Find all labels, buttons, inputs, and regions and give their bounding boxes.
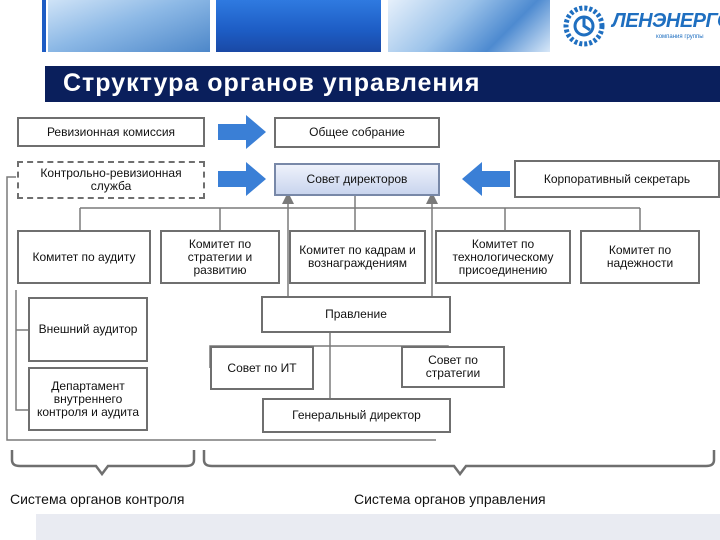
- board-of-directors-box: Совет директоров: [274, 163, 440, 196]
- management-board-box: Правление: [261, 296, 451, 333]
- control-brace: [10, 450, 196, 477]
- control-audit-service-box: Контрольно-ревизионная служба: [17, 161, 205, 199]
- arrow-service-to-board: [218, 162, 266, 196]
- external-auditor-box: Внешний аудитор: [28, 297, 148, 362]
- audit-committee-box: Комитет по аудиту: [17, 230, 151, 284]
- logo-icon: [563, 5, 605, 47]
- corporate-secretary-box: Корпоративный секретарь: [514, 160, 720, 198]
- title-bar: Структура органов управления: [45, 66, 720, 102]
- control-system-caption: Система органов контроля: [10, 491, 185, 507]
- banner-photo-skyscraper: [388, 0, 550, 52]
- audit-commission-box: Ревизионная комиссия: [17, 117, 205, 147]
- tech-connection-committee-box: Комитет по технологическому присоединени…: [435, 230, 571, 284]
- internal-control-dept-box: Департамент внутреннего контроля и аудит…: [28, 367, 148, 431]
- strategy-council-box: Совет по стратегии: [401, 346, 505, 388]
- arrow-secretary-to-board: [462, 162, 510, 196]
- logo-subtext: компания группы: [656, 34, 704, 40]
- banner-photo-blue: [216, 0, 381, 52]
- general-director-box: Генеральный директор: [262, 398, 451, 433]
- page-title: Структура органов управления: [63, 69, 481, 97]
- control-inner-line: [15, 290, 28, 411]
- management-system-caption: Система органов управления: [354, 491, 546, 507]
- hr-committee-box: Комитет по кадрам и вознаграждениям: [289, 230, 426, 284]
- banner-photo-hands: [48, 0, 210, 52]
- reliability-committee-box: Комитет по надежности: [580, 230, 700, 284]
- blue-arrows: [218, 115, 510, 196]
- logo-text: ЛЕНЭНЕРГО: [612, 10, 720, 32]
- company-logo: ЛЕНЭНЕРГО компания группы: [560, 2, 720, 50]
- bottom-braces: [10, 450, 716, 477]
- it-council-box: Совет по ИТ: [210, 346, 314, 390]
- arrow-audit-to-meeting: [218, 115, 266, 149]
- footer-band: [36, 514, 720, 540]
- management-brace: [202, 450, 716, 477]
- strategy-committee-box: Комитет по стратегии и развитию: [160, 230, 280, 284]
- banner-accent: [42, 0, 46, 52]
- control-frame-line: [6, 176, 436, 441]
- general-meeting-box: Общее собрание: [274, 117, 440, 148]
